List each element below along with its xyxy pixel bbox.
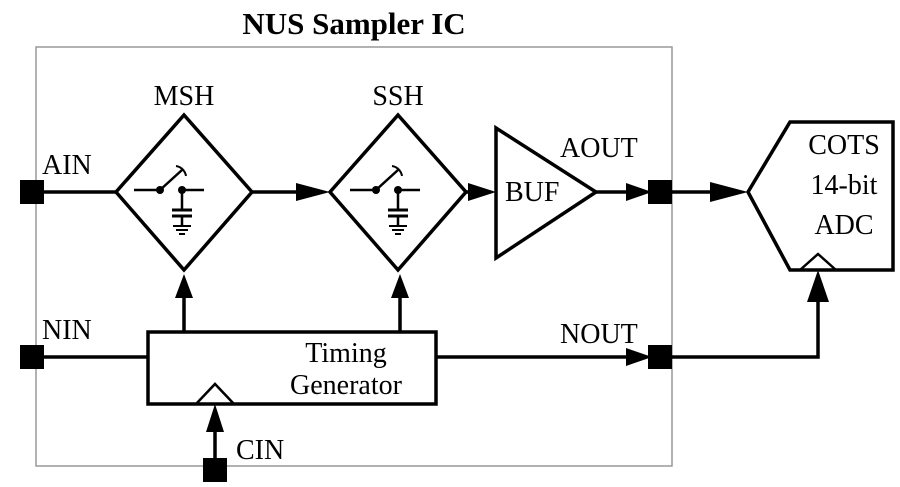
nout-pin	[648, 345, 672, 369]
nin-pin	[20, 345, 44, 369]
arrow-timing-to-nout	[626, 348, 652, 366]
cin-pin	[203, 458, 227, 482]
signal-wires	[40, 190, 820, 460]
aout-pin	[648, 180, 672, 204]
arrow-cin-to-timing	[206, 404, 224, 432]
ain-pin	[20, 180, 44, 204]
arrow-aout-to-adc	[710, 182, 748, 202]
arrow-buf-to-aout	[626, 183, 652, 201]
diagram-title: NUS Sampler IC	[242, 6, 465, 41]
aout-label: AOUT	[560, 133, 638, 164]
arrow-msh-to-ssh	[296, 183, 330, 201]
adc-clock-input-icon	[799, 252, 837, 271]
arrow-ssh-to-buf	[468, 183, 496, 201]
ain-label: AIN	[42, 150, 92, 181]
msh-label: MSH	[154, 81, 215, 112]
buffer-triangle	[494, 124, 600, 262]
buf-label: BUF	[505, 177, 559, 208]
adc-label-line1: COTS	[808, 130, 880, 161]
timing-label-line1: Timing	[305, 338, 386, 369]
adc-label-line3: ADC	[814, 210, 873, 241]
cin-label: CIN	[236, 435, 284, 466]
adc-block	[745, 120, 895, 272]
msh-block	[113, 112, 255, 273]
nout-label: NOUT	[560, 319, 638, 350]
timing-clock-input-icon	[195, 382, 235, 405]
arrow-timing-to-msh	[175, 274, 193, 298]
arrow-timing-to-ssh	[391, 274, 409, 298]
adc-label-line2: 14-bit	[811, 170, 878, 201]
signal-arrows	[175, 182, 829, 432]
timing-label-line2: Generator	[290, 370, 403, 401]
timing-generator-block	[146, 330, 438, 406]
ssh-block	[327, 112, 469, 273]
arrow-nout-to-adc	[807, 270, 829, 302]
ssh-label: SSH	[372, 81, 423, 112]
nin-label: NIN	[42, 315, 92, 346]
